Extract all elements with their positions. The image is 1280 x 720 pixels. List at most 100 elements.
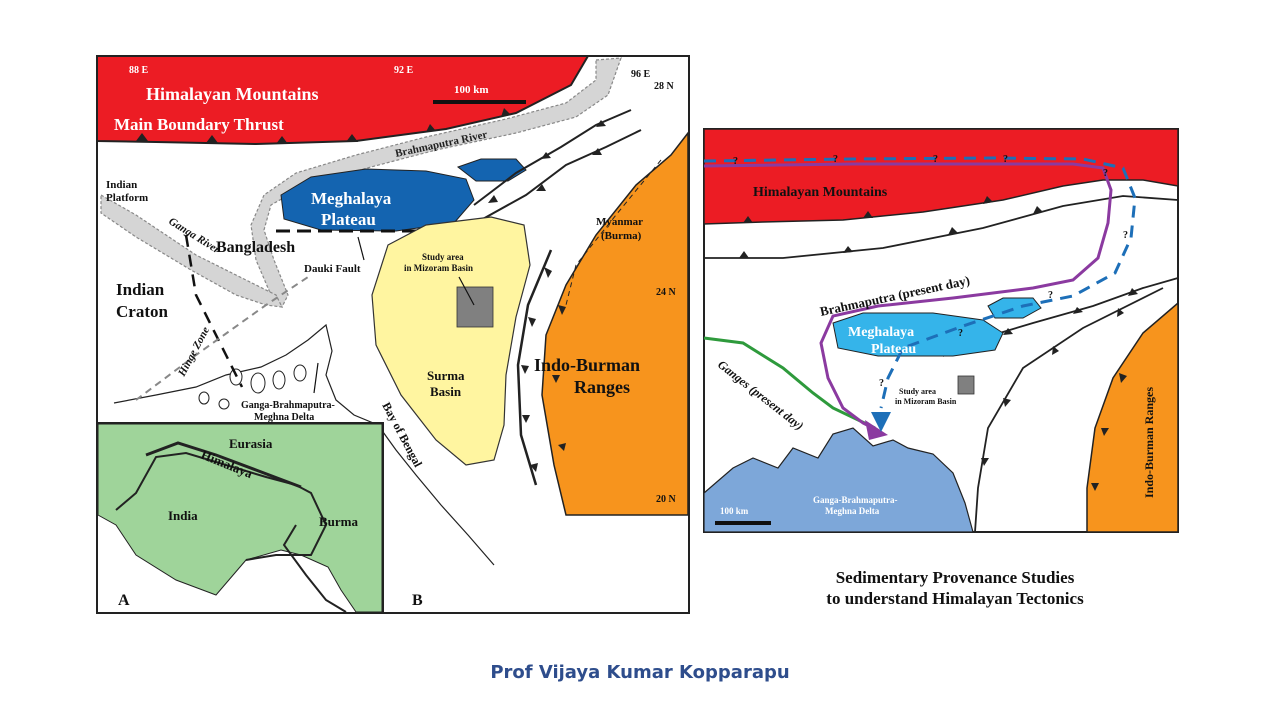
question-mark-2: ? — [833, 154, 838, 165]
lon-96-label: 96 E — [631, 69, 651, 80]
right-delta-label-1: Ganga-Brahmaputra- — [813, 495, 898, 505]
study-area-box-b — [456, 286, 494, 328]
meghalaya-label-2: Plateau — [321, 210, 376, 229]
question-mark-1: ? — [733, 156, 738, 167]
brahmaputra-river — [250, 57, 622, 309]
scale-bar-b — [433, 100, 526, 104]
indian-craton-label-1: Indian — [116, 280, 165, 299]
right-delta-label-2: Meghna Delta — [825, 506, 880, 516]
inset-eurasia-label: Eurasia — [229, 436, 273, 451]
map-panel-a-b: 88 E 92 E 96 E 28 N 24 N 20 N 100 km Him… — [96, 55, 690, 614]
platform-boundary-dashed — [135, 274, 312, 401]
right-thrust-line — [704, 195, 1179, 259]
meghalaya-label-1: Meghalaya — [311, 189, 392, 208]
indo-burman-label-1: Indo-Burman — [534, 355, 640, 375]
ganga-river — [100, 193, 284, 308]
right-mikir-hills — [987, 297, 1042, 319]
main-boundary-thrust-teeth — [136, 108, 511, 144]
caption-line-2: to understand Himalayan Tectonics — [826, 589, 1084, 608]
right-indo-burman-label: Indo-Burman Ranges — [1142, 387, 1156, 498]
right-himalaya-teeth — [743, 196, 993, 223]
delta-islands — [198, 364, 307, 410]
caption-line-1: Sedimentary Provenance Studies — [835, 568, 1075, 587]
indo-burman-label-2: Ranges — [574, 377, 630, 397]
brahmaputra-present-line — [703, 162, 1113, 430]
right-scale-label: 100 km — [720, 506, 749, 516]
delta-label-2: Meghna Delta — [254, 412, 314, 423]
delta-pointer — [313, 362, 319, 394]
question-mark-3: ? — [933, 154, 938, 165]
paleo-drainage-dashed — [703, 156, 1137, 409]
right-meghalaya-thrust-teeth — [1003, 288, 1138, 335]
burma-dashed-boundary — [565, 159, 662, 306]
inset-india-label: India — [168, 508, 198, 523]
delta-coastline — [113, 323, 495, 566]
main-boundary-thrust-label: Main Boundary Thrust — [114, 115, 284, 134]
right-study-area-label-1: Study area — [899, 387, 936, 396]
bangladesh-label: Bangladesh — [216, 239, 295, 256]
brahmaputra-arrowhead — [865, 420, 888, 440]
figure-caption: Sedimentary Provenance Studies to unders… — [740, 567, 1170, 609]
thrust-line-south — [480, 129, 642, 221]
dauki-pointer — [357, 236, 365, 261]
study-area-label-2: in Mizoram Basin — [404, 263, 473, 273]
inset-burma-coast — [282, 524, 347, 613]
indian-craton-label-2: Craton — [116, 302, 168, 321]
right-meghalaya-label-1: Meghalaya — [848, 325, 914, 340]
right-meghalaya-label-2: Plateau — [871, 342, 916, 357]
question-mark-8: ? — [958, 328, 963, 339]
meghalaya-plateau — [280, 168, 475, 232]
right-indo-burman-region — [1086, 301, 1179, 533]
panel-b-label: B — [412, 592, 423, 609]
hinge-zone-line — [184, 234, 244, 388]
right-delta-region — [703, 427, 974, 533]
right-thrust-teeth-1 — [739, 206, 1043, 258]
inset-burma-label: Burma — [319, 514, 359, 529]
dauki-fault-label: Dauki Fault — [304, 263, 361, 275]
panel-a-label: A — [118, 592, 130, 609]
ganges-river-line — [703, 336, 876, 430]
surma-basin-label-2: Basin — [430, 384, 462, 399]
right-himalayan-region — [703, 128, 1179, 225]
map-panel-provenance: ? ? ? ? ? ? ? ? ? Himalayan Mountains Br… — [703, 128, 1179, 533]
inset-himalaya-line — [145, 441, 302, 489]
inset-eurasia-region — [97, 423, 383, 613]
indo-burman-frontal-thrust — [516, 249, 553, 486]
frontal-thrust-teeth — [521, 267, 566, 472]
right-study-area-label-2: in Mizoram Basin — [895, 397, 957, 406]
question-mark-9: ? — [879, 378, 884, 389]
myanmar-label-1: Myanmar — [596, 216, 643, 228]
delta-label-1: Ganga-Brahmaputra- — [241, 400, 335, 411]
question-mark-4: ? — [1003, 154, 1008, 165]
indo-burman-ranges-region — [541, 130, 689, 516]
author-name: Prof Vijaya Kumar Kopparapu — [490, 662, 790, 683]
himalayan-mountains-label: Himalayan Mountains — [146, 84, 319, 104]
right-himalayan-label: Himalayan Mountains — [753, 185, 888, 200]
surma-basin-label-1: Surma — [427, 368, 465, 383]
myanmar-label-2: (Burma) — [601, 230, 642, 242]
question-mark-6: ? — [1123, 230, 1128, 241]
right-burman-teeth — [1091, 373, 1127, 491]
right-study-area-box — [957, 375, 975, 395]
surma-basin — [371, 216, 531, 466]
mikir-hills — [456, 158, 527, 182]
right-frontal-thrust — [974, 287, 1164, 533]
thrust-line-north — [473, 109, 632, 206]
study-area-pointer — [458, 276, 475, 306]
himalayan-mountains-region — [96, 55, 590, 146]
lat-20-label: 20 N — [656, 494, 677, 505]
question-mark-5: ? — [1103, 168, 1108, 179]
study-area-label-1: Study area — [422, 252, 464, 262]
lat-28-label: 28 N — [654, 81, 675, 92]
right-scale-bar — [715, 521, 771, 525]
lat-24-label: 24 N — [656, 287, 677, 298]
indian-platform-label-2: Platform — [106, 192, 148, 204]
question-mark-7: ? — [1048, 290, 1053, 301]
lon-92-label: 92 E — [394, 65, 414, 76]
right-frontal-thrust-teeth — [981, 308, 1124, 466]
thrust-teeth-meghalaya — [488, 120, 606, 203]
lon-88-label: 88 E — [129, 65, 149, 76]
right-meghalaya-plateau — [832, 312, 1004, 357]
paleo-arrowhead — [871, 412, 891, 432]
indian-platform-label-1: Indian — [106, 179, 137, 191]
